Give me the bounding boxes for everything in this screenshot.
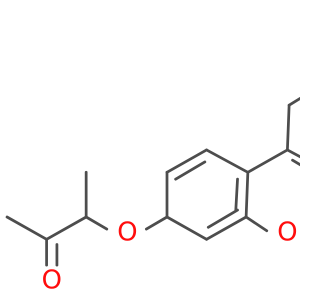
bond-o1-c8a <box>244 215 269 233</box>
bond-c4a-c8a-inner <box>234 177 239 212</box>
atom-mask-ether-oxygen <box>113 218 142 247</box>
bond-c7-o-ether <box>144 215 169 231</box>
bond-c5-c6-inner <box>174 160 207 181</box>
ring-oxygen-label: O <box>277 217 297 247</box>
bond-c5-c6 <box>165 148 208 174</box>
ketone-oxygen-label: O <box>42 266 62 296</box>
bonds <box>5 96 300 267</box>
bond-c7-c8 <box>165 215 208 241</box>
bond-butyl-4 <box>287 96 300 107</box>
bond-carbonyl-c-methyl <box>5 215 48 241</box>
bond-c4-c3 <box>286 148 300 159</box>
molecule-diagram: O O O O <box>5 96 300 296</box>
bond-butyl-5 <box>286 103 291 152</box>
atom-labels: O O O O <box>38 217 300 296</box>
ether-oxygen-label: O <box>117 217 137 247</box>
bond-ch-carbonyl-c <box>45 215 88 241</box>
atom-mask-ring-oxygen <box>273 218 300 247</box>
bond-c4-c3-inner <box>291 158 300 167</box>
bond-c8-c8a-inner <box>206 208 239 229</box>
bond-c4a-c5 <box>205 148 250 174</box>
bond-o-ether-ch <box>84 215 109 231</box>
bond-c4a-c8a <box>244 170 250 219</box>
bond-c4-c4a <box>246 148 289 174</box>
atom-mask-ketone-oxygen <box>38 266 66 295</box>
molecule-transform-group: O O O O <box>5 96 300 296</box>
bond-c8-c8a <box>205 215 248 241</box>
